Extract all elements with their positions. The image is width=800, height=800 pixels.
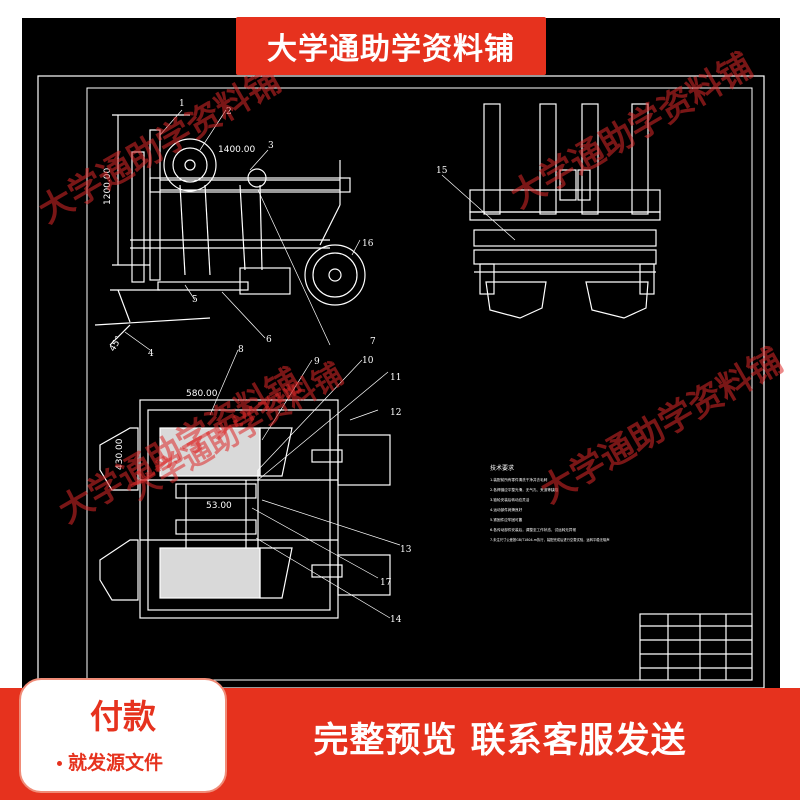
title-block bbox=[639, 613, 753, 681]
shop-title-banner: 大学通助学资料铺 bbox=[236, 17, 546, 75]
notes-line: 5.紧固件应牢固可靠 bbox=[490, 517, 523, 522]
part-label: 6 bbox=[266, 335, 272, 345]
technical-notes: 技术要求 1.装配前所有零件清洗干净并去毛刺 2.各焊缝应平整光滑，无气孔、夹渣… bbox=[490, 464, 610, 542]
dim-height-plan: 430.00 bbox=[115, 438, 125, 470]
part-label: 11 bbox=[390, 373, 401, 383]
part-label: 2 bbox=[226, 107, 232, 117]
dim-width-top: 1400.00 bbox=[218, 145, 255, 155]
pay-title: 付款 bbox=[90, 697, 156, 736]
notes-line: 3.链轮安装后转动应灵活 bbox=[490, 497, 530, 502]
notes-line: 1.装配前所有零件清洗干净并去毛刺 bbox=[490, 477, 548, 482]
part-label: 16 bbox=[362, 239, 374, 249]
contact-service-text: 完整预览 联系客服发送 bbox=[313, 721, 687, 761]
plan-view bbox=[99, 399, 391, 619]
drawing-inner-frame bbox=[86, 87, 753, 681]
notes-line: 6.各传动部件安装后，调整至工作状态，试运转无异常 bbox=[490, 527, 576, 532]
pay-subtitle: 就发源文件 bbox=[57, 748, 163, 775]
leader-lines bbox=[124, 109, 516, 619]
part-label: 5 bbox=[192, 295, 198, 305]
part-label: 8 bbox=[238, 345, 244, 355]
part-label: 1 bbox=[179, 99, 185, 109]
pay-button[interactable]: 付款 就发源文件 bbox=[19, 678, 227, 793]
dim-width-plan: 580.00 bbox=[186, 389, 218, 399]
notes-title: 技术要求 bbox=[490, 464, 514, 472]
part-label: 10 bbox=[362, 356, 374, 366]
part-label: 12 bbox=[390, 408, 401, 418]
notes-line: 2.各焊缝应平整光滑，无气孔、夹渣等缺陷 bbox=[490, 487, 559, 492]
part-label: 17 bbox=[380, 578, 392, 588]
part-label: 13 bbox=[400, 545, 412, 555]
notes-line: 7.未注尺寸公差按GB/T1804-m执行，装配完成后进行空载试验，运转平稳无噪… bbox=[490, 537, 610, 542]
part-label: 15 bbox=[436, 166, 448, 176]
part-label: 4 bbox=[148, 349, 154, 359]
part-label: 14 bbox=[390, 615, 402, 625]
dim-mid: 53.00 bbox=[206, 501, 232, 511]
part-label: 3 bbox=[268, 141, 274, 151]
side-view bbox=[94, 114, 366, 346]
dim-height-left: 1200.00 bbox=[103, 168, 113, 205]
part-label: 7 bbox=[370, 337, 376, 347]
front-view bbox=[469, 103, 661, 319]
part-numbers: 1 2 3 4 5 6 7 8 9 10 11 12 13 14 15 16 1… bbox=[148, 99, 448, 625]
part-label: 9 bbox=[314, 357, 320, 367]
bullet-icon bbox=[57, 761, 62, 766]
pay-subtitle-text: 就发源文件 bbox=[68, 752, 164, 774]
notes-line: 4.运动部件润滑良好 bbox=[490, 507, 523, 512]
drawing-background bbox=[22, 18, 780, 690]
